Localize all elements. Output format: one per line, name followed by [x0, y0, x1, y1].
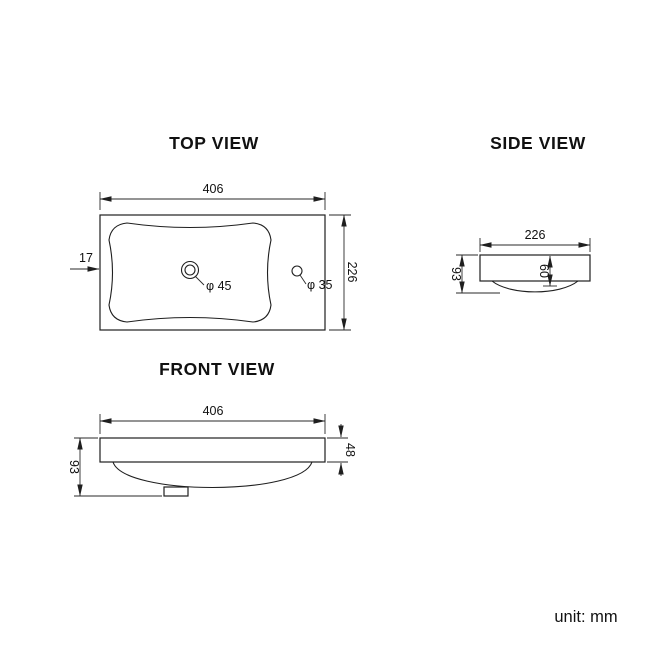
dim-side-height: 93 [449, 267, 463, 281]
top-view-title: TOP VIEW [169, 133, 259, 153]
unit-label: unit: mm [554, 608, 617, 626]
leader-line [194, 275, 205, 286]
drain-outlet [163, 486, 189, 497]
front-view: FRONT VIEW 406 48 93 [67, 359, 357, 497]
basin-opening [108, 222, 272, 323]
leader-line [299, 274, 307, 285]
faucet-hole-outer [180, 260, 200, 280]
dim-rim-height: 48 [343, 443, 357, 457]
front-view-title: FRONT VIEW [159, 359, 275, 379]
dim-bowl-depth: 60 [537, 264, 551, 278]
faucet-hole-inner [184, 264, 196, 276]
dim-edge-offset: 17 [79, 251, 93, 265]
dim-top-depth: 226 [345, 262, 359, 283]
side-view: SIDE VIEW 226 93 60 [449, 133, 591, 294]
side-view-title: SIDE VIEW [490, 133, 586, 153]
dim-front-height: 93 [67, 460, 81, 474]
sink-outline-top [99, 214, 326, 331]
basin-underside-side [491, 280, 579, 293]
dim-top-width: 406 [203, 182, 224, 196]
sink-outline-front [99, 437, 326, 463]
basin-underside-front [112, 461, 313, 489]
dim-faucet-hole: φ 45 [206, 279, 232, 293]
top-view: TOP VIEW 406 φ 45 φ 35 17 [70, 133, 359, 331]
dim-overflow-hole: φ 35 [307, 278, 333, 292]
dim-front-width: 406 [203, 404, 224, 418]
overflow-hole [291, 265, 303, 277]
sink-outline-side [479, 254, 591, 282]
dim-side-width: 226 [525, 228, 546, 242]
